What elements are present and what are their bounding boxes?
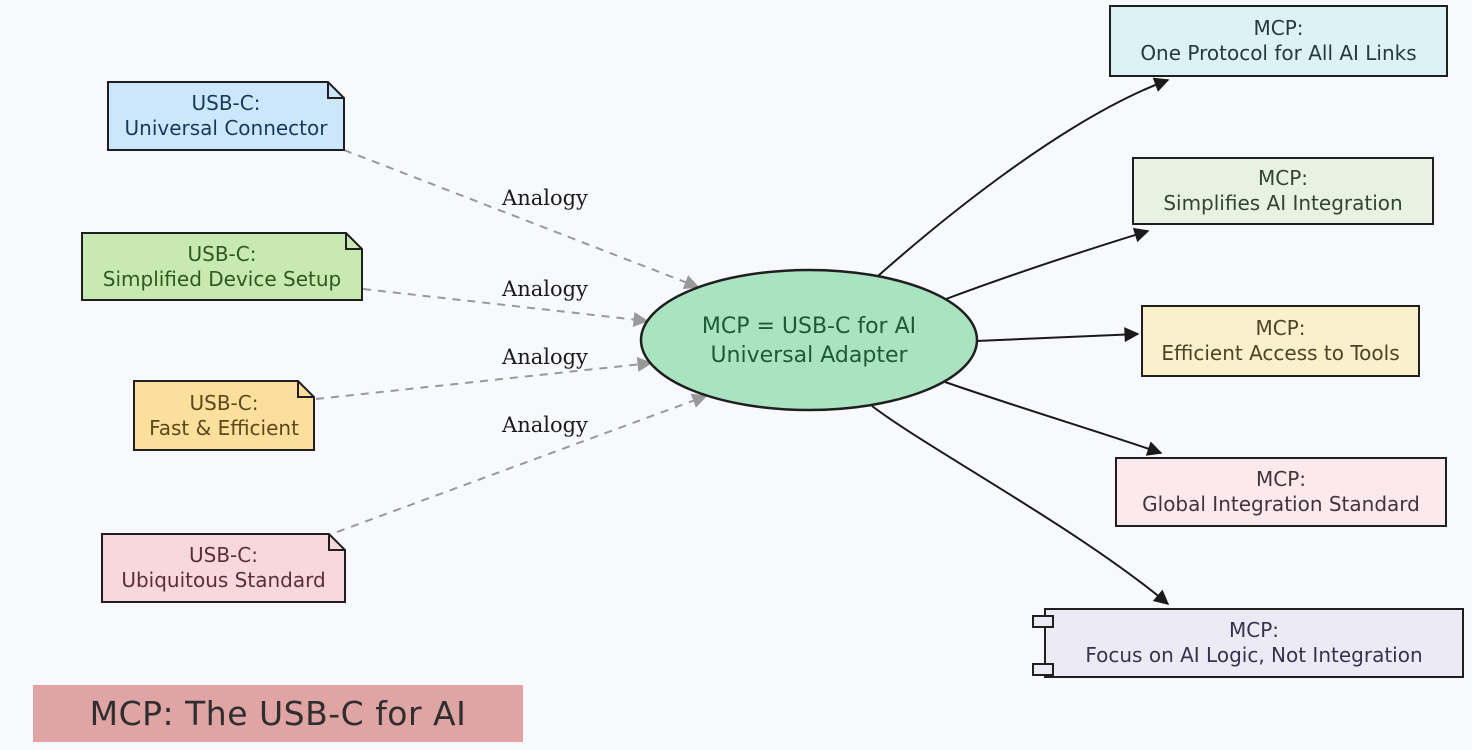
ellipse-mcp-universal-adapter <box>639 268 979 412</box>
dashed-analogy-edge-3 <box>315 356 653 400</box>
dashed-analogy-edge-2 <box>362 288 649 327</box>
note-usb-ubiquitous-standard <box>101 533 346 603</box>
rect-mcp-efficient-access <box>1141 305 1420 377</box>
component-tab-top <box>1032 615 1054 628</box>
diagram-title: MCP: The USB-C for AI <box>33 685 523 742</box>
solid-edge-1 <box>877 77 1170 277</box>
rect-mcp-global-standard <box>1115 457 1447 527</box>
note-usb-universal-connector <box>107 81 345 151</box>
note-fold-4 <box>328 534 345 551</box>
note-usb-fast-efficient <box>133 380 315 451</box>
note-fold-2 <box>345 233 362 250</box>
note-usb-simplified-setup <box>81 232 363 301</box>
solid-edge-2 <box>945 227 1150 300</box>
solid-edge-4 <box>944 381 1163 456</box>
rect-mcp-focus-ai-logic <box>1044 608 1464 678</box>
solid-edge-3 <box>975 327 1140 343</box>
rect-mcp-simplifies-integration <box>1132 157 1434 225</box>
rect-mcp-one-protocol <box>1109 5 1448 77</box>
dashed-analogy-edge-1 <box>343 149 700 290</box>
note-fold-1 <box>327 82 344 99</box>
solid-edge-5 <box>871 405 1170 605</box>
dashed-analogy-edge-4 <box>336 393 708 533</box>
component-tab-bottom <box>1032 663 1054 676</box>
note-fold-3 <box>297 381 314 398</box>
